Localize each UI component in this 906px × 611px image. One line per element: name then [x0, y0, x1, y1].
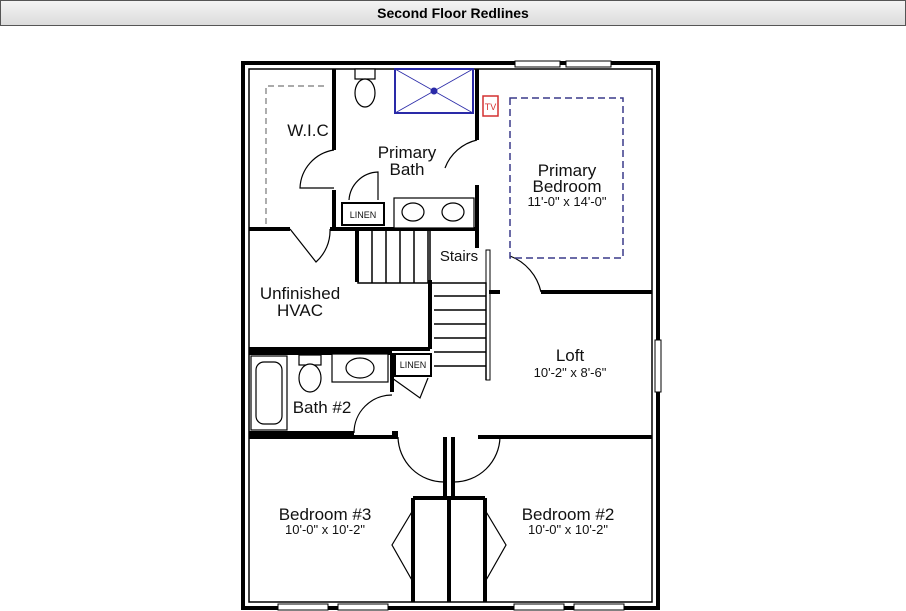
bedroom2-label: Bedroom #2 — [522, 505, 615, 524]
linen-lower-label: LINEN — [400, 360, 427, 370]
wic-label: W.I.C — [287, 121, 329, 140]
windows — [277, 60, 662, 611]
page-title: Second Floor Redlines — [377, 5, 529, 21]
bath2-label: Bath #2 — [293, 398, 352, 417]
tub-icon — [250, 355, 288, 431]
shower-icon — [394, 68, 474, 114]
primary-bedroom-label-1: Primary — [538, 161, 597, 180]
wic-shelf — [265, 85, 326, 224]
toilet-primary-icon — [354, 68, 376, 108]
dashed-bed-area — [509, 97, 624, 259]
linen-closet-upper — [341, 202, 385, 226]
toilet-bath2-icon — [298, 354, 322, 393]
interior-walls — [249, 69, 652, 602]
tv-redline-marker: TV — [482, 95, 499, 117]
primary-bath-label-1: Primary — [378, 143, 437, 162]
bedroom2-dims: 10'-0" x 10'-2" — [528, 522, 608, 537]
door-swings — [289, 139, 542, 583]
bedroom3-label: Bedroom #3 — [279, 505, 372, 524]
bedroom3-dims: 10'-0" x 10'-2" — [285, 522, 365, 537]
primary-bedroom-dims: 11'-0" x 14'-0" — [528, 194, 607, 209]
linen-closet-lower — [394, 353, 432, 377]
unfinished-label-1: Unfinished — [260, 284, 340, 303]
primary-bath-label-2: Bath — [390, 160, 425, 179]
stairs — [357, 228, 491, 381]
stairs-label: Stairs — [440, 248, 478, 265]
linen-upper-label: LINEN — [350, 210, 377, 220]
vanity-sinks-icon — [393, 197, 475, 229]
primary-bedroom-label-2: Bedroom — [533, 177, 602, 196]
header-bar: Second Floor Redlines — [0, 0, 906, 26]
sink-bath2-icon — [331, 353, 389, 383]
loft-label: Loft — [556, 346, 585, 365]
loft-dims: 10'-2" x 8'-6" — [534, 365, 607, 380]
svg-text:TV: TV — [485, 102, 497, 112]
unfinished-label-2: HVAC — [277, 301, 323, 320]
